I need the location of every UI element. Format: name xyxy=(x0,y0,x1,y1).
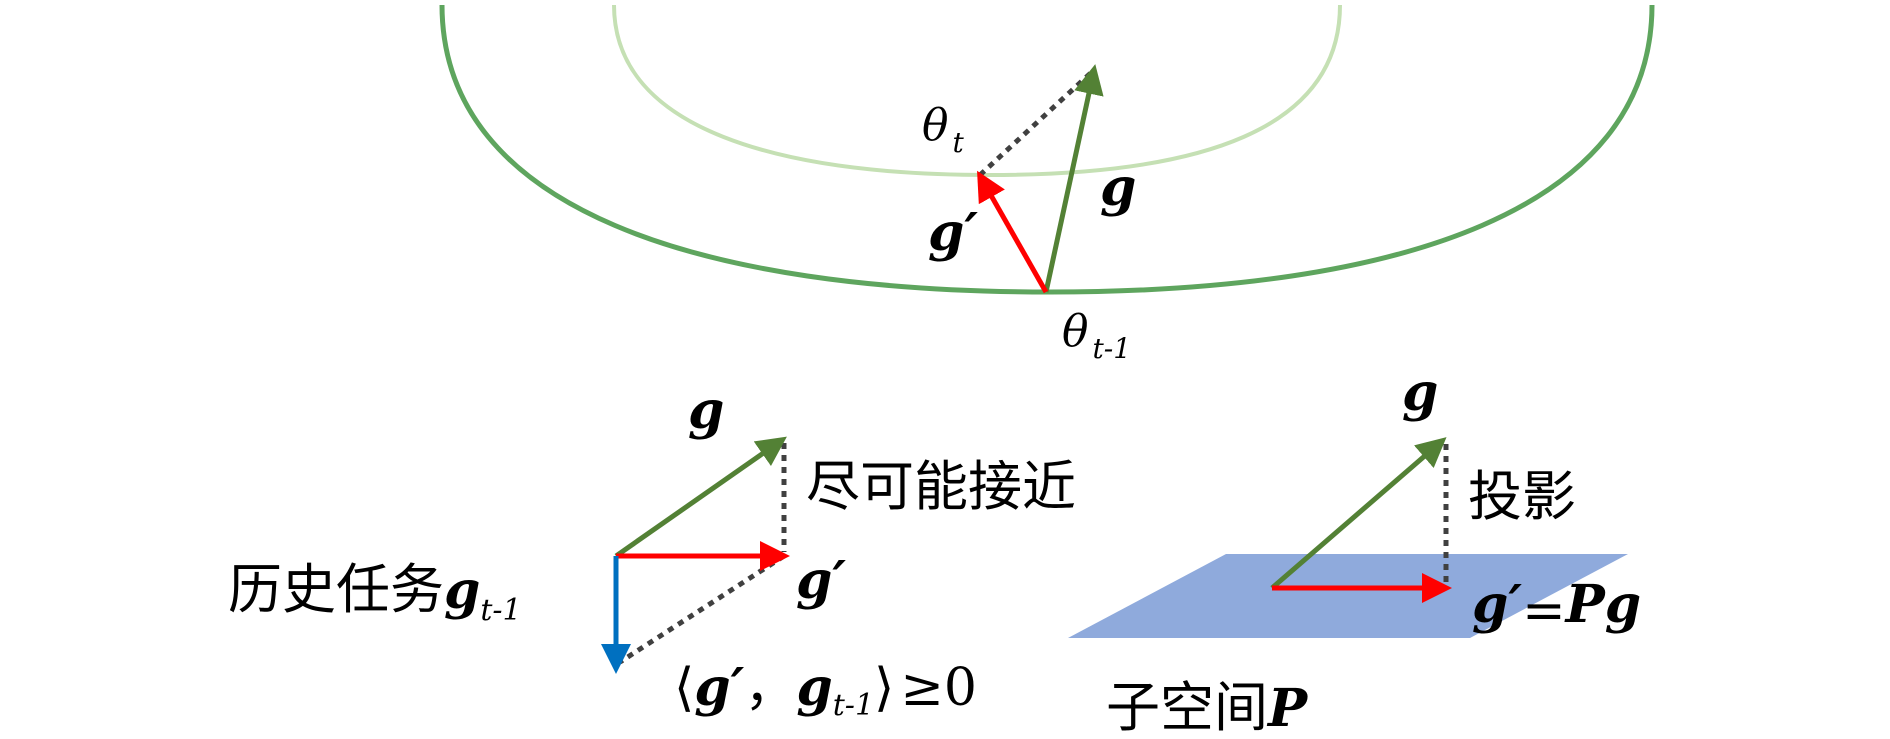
projection-equation: g′=Pg xyxy=(1472,574,1641,641)
left-g-label: g xyxy=(688,380,724,441)
subspace-plane xyxy=(1068,554,1628,638)
left-gprime-label: g′ xyxy=(796,550,846,611)
right-g-arrow xyxy=(1270,437,1447,590)
subspace-label: 子空间P xyxy=(1106,676,1309,739)
inner-contour-arc xyxy=(612,4,1342,178)
left-dotted-diagonal xyxy=(618,553,786,665)
left-panel: g 尽可能接近 g′ 历史任务gt-1 ⟨g′，gt-1⟩≥0 xyxy=(228,380,1076,723)
approach-text: 尽可能接近 xyxy=(806,455,1076,518)
right-g-label: g xyxy=(1402,362,1438,423)
left-g-arrow xyxy=(614,436,787,559)
top-dotted-connector xyxy=(978,68,1096,177)
top-g-label: g xyxy=(1100,157,1136,218)
history-task-label: 历史任务gt-1 xyxy=(228,558,522,628)
inner-product-condition: ⟨g′，gt-1⟩≥0 xyxy=(674,657,977,723)
top-g-arrow xyxy=(1043,64,1104,293)
projection-text: 投影 xyxy=(1468,465,1576,528)
top-gprime-label: g′ xyxy=(928,202,978,263)
top-gprime-arrow xyxy=(977,170,1049,294)
outer-contour-arc xyxy=(439,4,1655,295)
right-panel: g 投影 g′=Pg 子空间P xyxy=(1068,362,1641,739)
